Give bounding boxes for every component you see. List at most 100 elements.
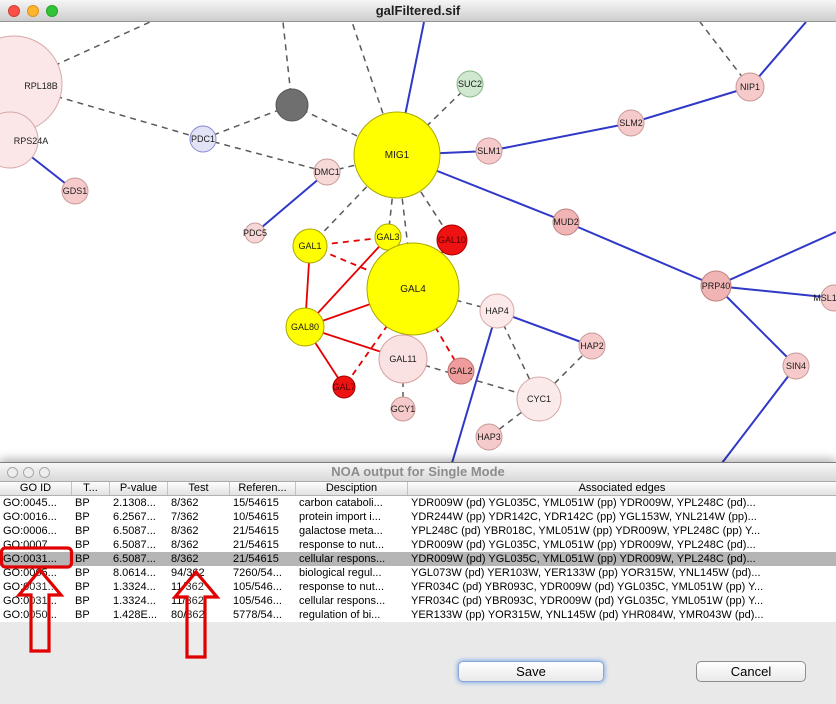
cancel-button[interactable]: Cancel xyxy=(696,661,806,682)
graph-node-unlabeled-dark[interactable] xyxy=(275,88,309,122)
graph-node-gal4[interactable] xyxy=(366,242,460,336)
graph-edge[interactable] xyxy=(309,154,398,247)
graph-edge[interactable] xyxy=(630,86,751,124)
table-cell: YDR009W (pd) YGL035C, YML051W (pp) YDR00… xyxy=(411,539,756,551)
column-header-t[interactable]: T... xyxy=(72,482,110,495)
column-header-desciption[interactable]: Desciption xyxy=(296,482,408,495)
titlebar-galfiltered[interactable]: galFiltered.sif xyxy=(0,0,836,22)
table-cell: YDR009W (pd) YGL035C, YML051W (pp) YDR00… xyxy=(411,553,756,565)
graph-node-nip1[interactable] xyxy=(735,72,765,102)
graph-node-hap4[interactable] xyxy=(479,293,515,329)
table-cell: galactose meta... xyxy=(299,525,383,537)
graph-node-msl1[interactable] xyxy=(820,284,836,312)
table-cell: BP xyxy=(75,581,90,593)
graph-node-dmc1[interactable] xyxy=(313,158,341,186)
table-cell: 8/362 xyxy=(171,553,199,565)
graph-edge[interactable] xyxy=(304,236,389,328)
table-cell: 10/54615 xyxy=(233,511,279,523)
graph-edge[interactable] xyxy=(202,138,328,173)
graph-node-cyc1[interactable] xyxy=(516,376,562,422)
table-cell: 11/362 xyxy=(171,595,204,607)
close-button[interactable] xyxy=(8,5,20,17)
column-header-referen[interactable]: Referen... xyxy=(230,482,296,495)
graph-node-gal11[interactable] xyxy=(378,334,428,384)
graph-node-gds1[interactable] xyxy=(61,177,89,205)
graph-node-gal1[interactable] xyxy=(292,228,328,264)
close-button-inactive[interactable] xyxy=(7,467,18,478)
minimize-button-inactive[interactable] xyxy=(23,467,34,478)
table-cell: YPL248C (pd) YBR018C, YML051W (pp) YDR00… xyxy=(411,525,761,537)
column-header-test[interactable]: Test xyxy=(168,482,230,495)
graph-node-gcy1[interactable] xyxy=(390,396,416,422)
graph-node-gal80[interactable] xyxy=(285,307,325,347)
table-cell: 105/546... xyxy=(233,581,282,593)
graph-node-mud2[interactable] xyxy=(552,208,580,236)
window-title: NOA output for Single Mode xyxy=(331,464,505,479)
titlebar-noa-output[interactable]: NOA output for Single Mode xyxy=(0,463,836,482)
graph-edge[interactable] xyxy=(721,365,797,464)
graph-edge[interactable] xyxy=(715,285,797,367)
column-header-go-id[interactable]: GO ID xyxy=(0,482,72,495)
table-cell: 6.5087... xyxy=(113,553,156,565)
graph-node-pdc1[interactable] xyxy=(189,125,217,153)
network-graph[interactable]: RPL18BRPS24AGDS1PDC1DMC1MIG1SUC2SLM1SLM2… xyxy=(0,21,836,464)
table-cell: response to nut... xyxy=(299,539,384,551)
graph-node-prp40[interactable] xyxy=(700,270,732,302)
table-cell: 1.3324... xyxy=(113,581,156,593)
graph-edge[interactable] xyxy=(565,221,717,287)
graph-node-hap3[interactable] xyxy=(475,423,503,451)
graph-node-slm2[interactable] xyxy=(617,109,645,137)
table-cell: BP xyxy=(75,567,90,579)
save-button[interactable]: Save xyxy=(458,661,604,682)
graph-edge[interactable] xyxy=(343,288,414,388)
column-header-p-value[interactable]: P-value xyxy=(110,482,168,495)
graph-node-mig1[interactable] xyxy=(353,111,441,199)
table-cell: YDR009W (pd) YGL035C, YML051W (pp) YDR00… xyxy=(411,497,756,509)
minimize-button[interactable] xyxy=(27,5,39,17)
graph-node-slm1[interactable] xyxy=(475,137,503,165)
table-cell: GO:0065... xyxy=(3,567,57,579)
graph-edge[interactable] xyxy=(291,104,398,156)
graph-edge[interactable] xyxy=(254,171,328,234)
table-cell: 105/546... xyxy=(233,595,282,607)
graph-node-rps24a[interactable] xyxy=(0,111,39,169)
table-cell: 7/362 xyxy=(171,511,199,523)
table-cell: YFR034C (pd) YBR093C, YDR009W (pd) YGL03… xyxy=(411,581,764,593)
table-cell: GO:0007... xyxy=(3,539,57,551)
graph-node-gal10[interactable] xyxy=(436,224,468,256)
table-cell: 5778/54... xyxy=(233,609,282,621)
graph-node-pdc5[interactable] xyxy=(244,222,266,244)
zoom-button[interactable] xyxy=(46,5,58,17)
table-cell: 80/362 xyxy=(171,609,205,621)
zoom-button-inactive[interactable] xyxy=(39,467,50,478)
graph-edge[interactable] xyxy=(715,231,836,287)
table-cell: 2.1308... xyxy=(113,497,156,509)
graph-node-gal2[interactable] xyxy=(447,357,475,385)
table-cell: cellular respons... xyxy=(299,553,386,565)
graph-edge[interactable] xyxy=(488,122,632,152)
graph-node-suc2[interactable] xyxy=(456,70,484,98)
graph-node-sin4[interactable] xyxy=(782,352,810,380)
graph-edge[interactable] xyxy=(715,285,835,299)
graph-edge[interactable] xyxy=(396,83,471,156)
graph-node-gal7[interactable] xyxy=(332,375,356,399)
table-cell: 15/54615 xyxy=(233,497,279,509)
table-cell: GO:0045... xyxy=(3,497,57,509)
graph-node-hap2[interactable] xyxy=(578,332,606,360)
column-header-associated-edges[interactable]: Associated edges xyxy=(578,482,666,494)
graph-edge[interactable] xyxy=(451,310,498,464)
